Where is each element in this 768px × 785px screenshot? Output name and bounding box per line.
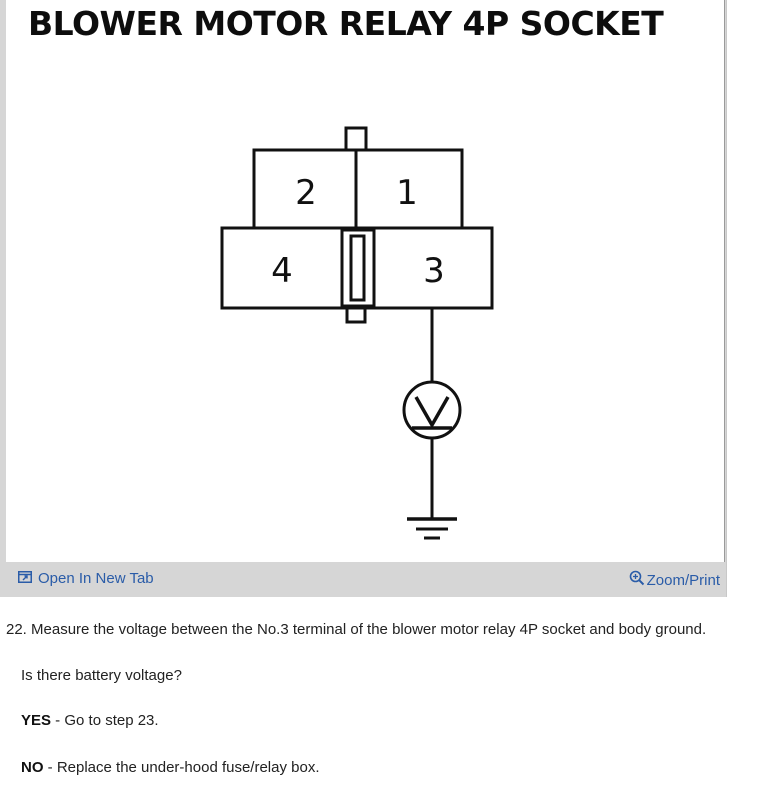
socket-lower-body (220, 226, 494, 310)
terminal-4-label: 4 (271, 251, 293, 291)
terminal-1-label: 1 (396, 173, 418, 213)
diagram-title: BLOWER MOTOR RELAY 4P SOCKET (28, 4, 664, 43)
connector-latch (340, 228, 376, 308)
connector-top-tab (344, 126, 368, 152)
figure-area: 2 1 4 3 BLOWER MOTOR RELAY 4P SOCKET (6, 0, 725, 562)
socket-upper-body (252, 148, 464, 230)
open-in-new-tab-link[interactable]: Open In New Tab (18, 570, 154, 587)
magnifier-icon (629, 570, 645, 590)
yes-text: - Go to step 23. (51, 712, 159, 729)
terminal-3-label: 3 (423, 251, 445, 291)
voltmeter-v-mark (412, 396, 452, 430)
yes-answer: YES - Go to step 23. (21, 712, 159, 729)
socket-diagram: 2 1 4 3 (220, 126, 494, 540)
step-22-text: 22. Measure the voltage between the No.3… (6, 621, 707, 638)
no-label: NO (21, 759, 44, 776)
yes-label: YES (21, 712, 52, 729)
no-text: - Replace the under-hood fuse/relay box. (43, 759, 320, 776)
connector-bottom-tab (345, 306, 367, 324)
figure-frame: 2 1 4 3 BLOWER MOTOR RELAY 4P SOCKET Op (0, 0, 727, 597)
zoom-print-link[interactable]: Zoom/Print (629, 570, 720, 590)
terminal-2-label: 2 (295, 173, 317, 213)
figure-toolbar: Open In New Tab Zoom/Print (0, 564, 726, 597)
zoom-print-label: Zoom/Print (646, 571, 720, 589)
open-in-new-tab-icon (18, 570, 32, 587)
open-in-new-tab-label: Open In New Tab (38, 570, 154, 587)
no-answer: NO - Replace the under-hood fuse/relay b… (21, 759, 320, 776)
question-text: Is there battery voltage? (21, 667, 182, 684)
